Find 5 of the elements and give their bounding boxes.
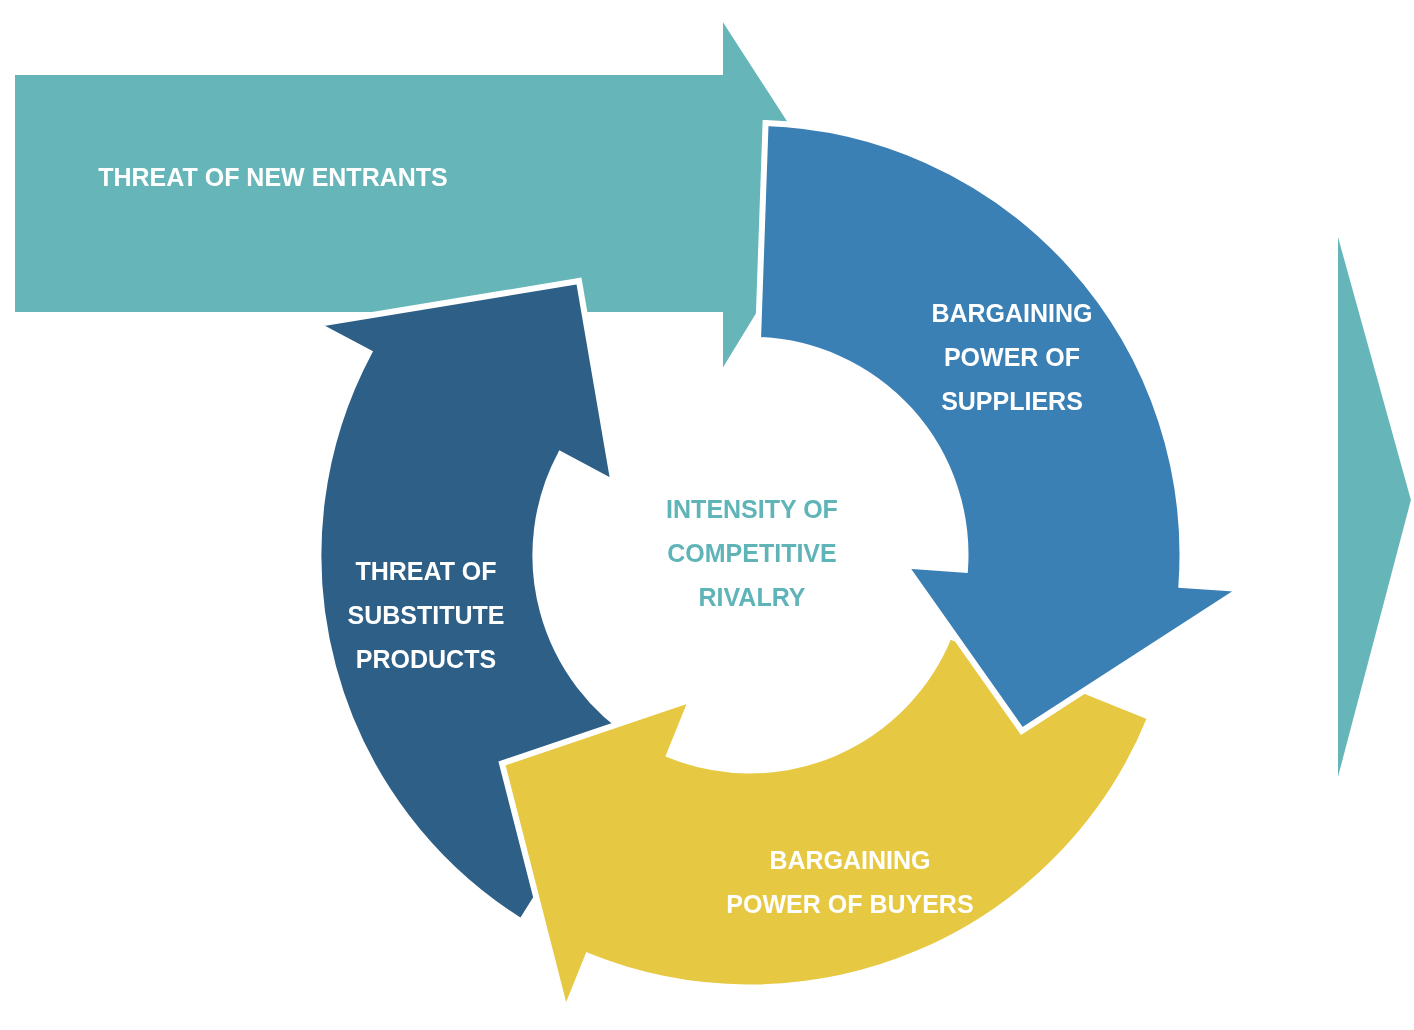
label-text: THREAT OF SUBSTITUTE PRODUCTS (346, 556, 506, 675)
label-text: INTENSITY OF COMPETITIVE RIVALRY (665, 494, 839, 613)
label-text: BARGAINING POWER OF SUPPLIERS (930, 298, 1094, 417)
label-text: BARGAINING POWER OF BUYERS (725, 845, 975, 920)
label-text: THREAT OF NEW ENTRANTS (97, 162, 449, 193)
